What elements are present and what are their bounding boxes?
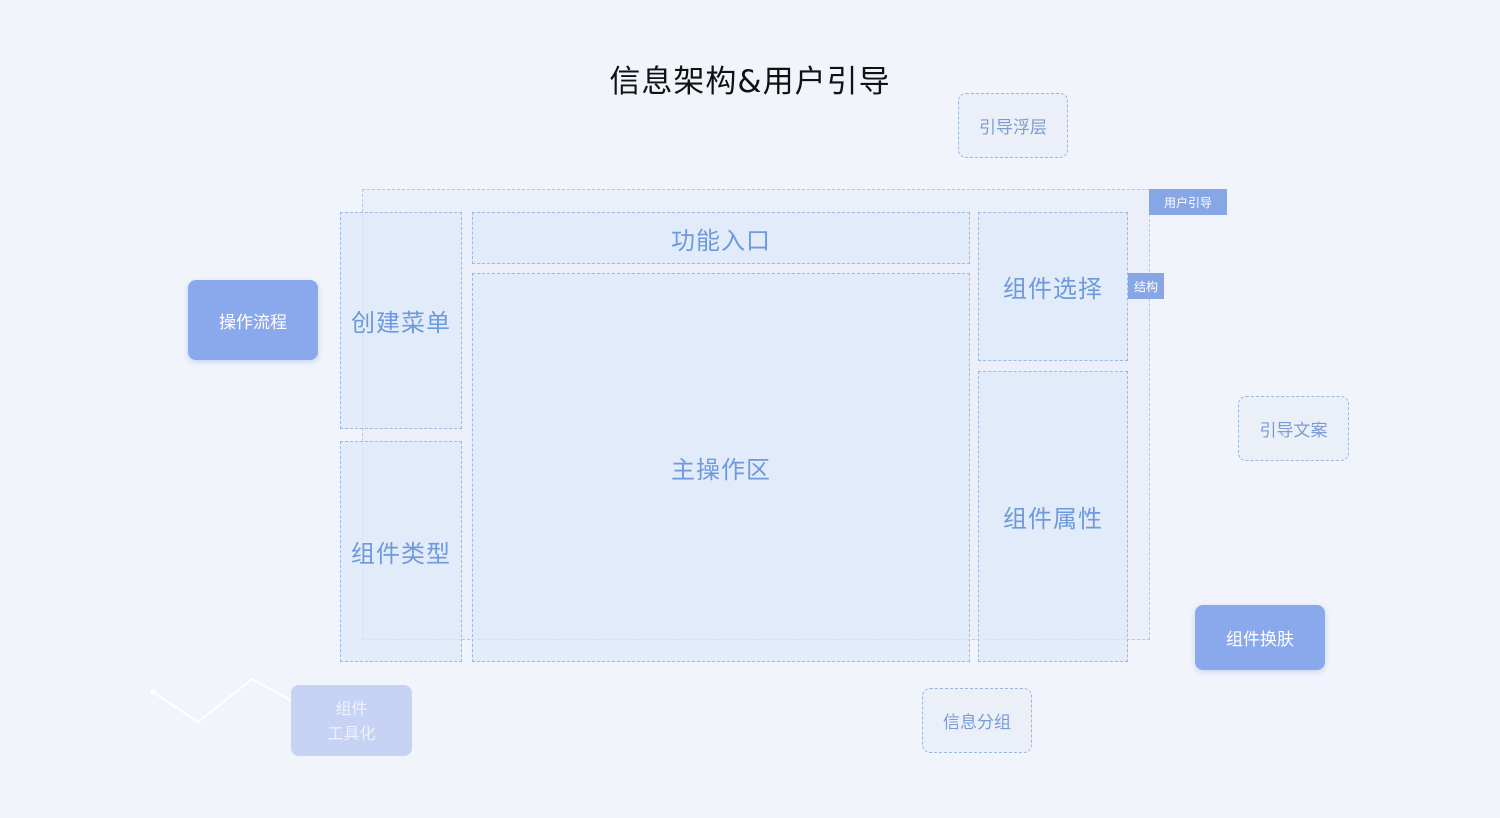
panel-component-select: 组件选择 <box>978 212 1128 361</box>
page-title: 信息架构&用户引导 <box>609 64 891 100</box>
info-group-box: 信息分组 <box>922 688 1032 753</box>
panel-main-area: 主操作区 <box>472 273 970 662</box>
component-tooling-line1: 组件 <box>335 698 368 718</box>
operation-flow-box: 操作流程 <box>188 280 318 360</box>
connector-line-decoration <box>150 677 306 724</box>
guide-overlay-box: 引导浮层 <box>958 93 1068 158</box>
component-tooling-line2: 工具化 <box>327 723 376 743</box>
component-skin-box: 组件换肤 <box>1195 605 1325 670</box>
panel-feature-entry: 功能入口 <box>472 212 970 264</box>
structure-tag: 结构 <box>1128 273 1164 299</box>
user-guide-tag: 用户引导 <box>1149 189 1227 215</box>
panel-create-menu: 创建菜单 <box>340 212 462 429</box>
panel-component-props: 组件属性 <box>978 371 1128 662</box>
guide-copy-box: 引导文案 <box>1238 396 1349 461</box>
component-tooling-box: 组件 工具化 <box>291 685 412 756</box>
panel-component-type: 组件类型 <box>340 441 462 662</box>
